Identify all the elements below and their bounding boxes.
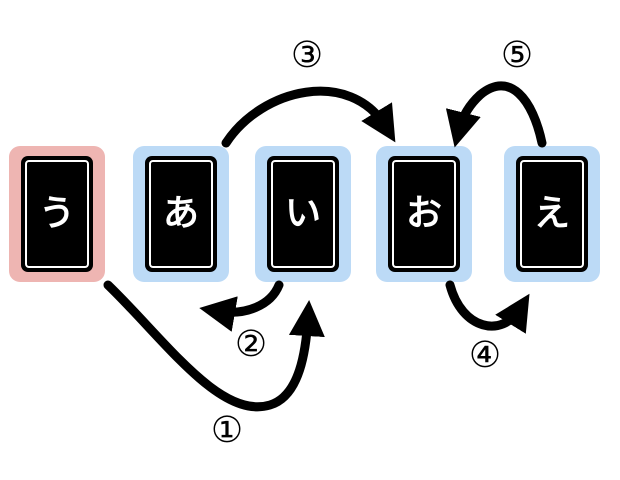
card-i: い [267,156,339,272]
step-label-2: ② [235,324,267,365]
arrow-step-3 [221,86,396,148]
card-border [392,160,456,268]
step-label-5: ⑤ [501,35,533,76]
step-label-4: ④ [469,335,501,376]
card-border [271,160,335,268]
card-label-o: お [405,193,442,234]
arrow-step-1 [103,280,325,412]
card-slot-a: あ [133,146,229,282]
arrow-step-2 [199,280,284,332]
card-o: お [388,156,460,272]
step-label-1: ① [211,410,243,451]
card-slot-i: い [255,146,351,282]
arrow-step-5 [445,81,547,148]
card-border [25,160,89,268]
arrow-step-4 [445,280,530,334]
card-e: え [516,156,588,272]
card-label-u: う [38,193,75,234]
card-border [520,160,584,268]
card-u: う [21,156,93,272]
card-label-e: え [533,193,570,234]
card-label-a: あ [162,193,199,234]
card-slot-e: え [504,146,600,282]
card-border [149,160,213,268]
card-slot-o: お [376,146,472,282]
card-label-i: い [284,193,321,234]
card-a: あ [145,156,217,272]
card-slot-u: う [9,146,105,282]
step-label-3: ③ [291,35,323,76]
